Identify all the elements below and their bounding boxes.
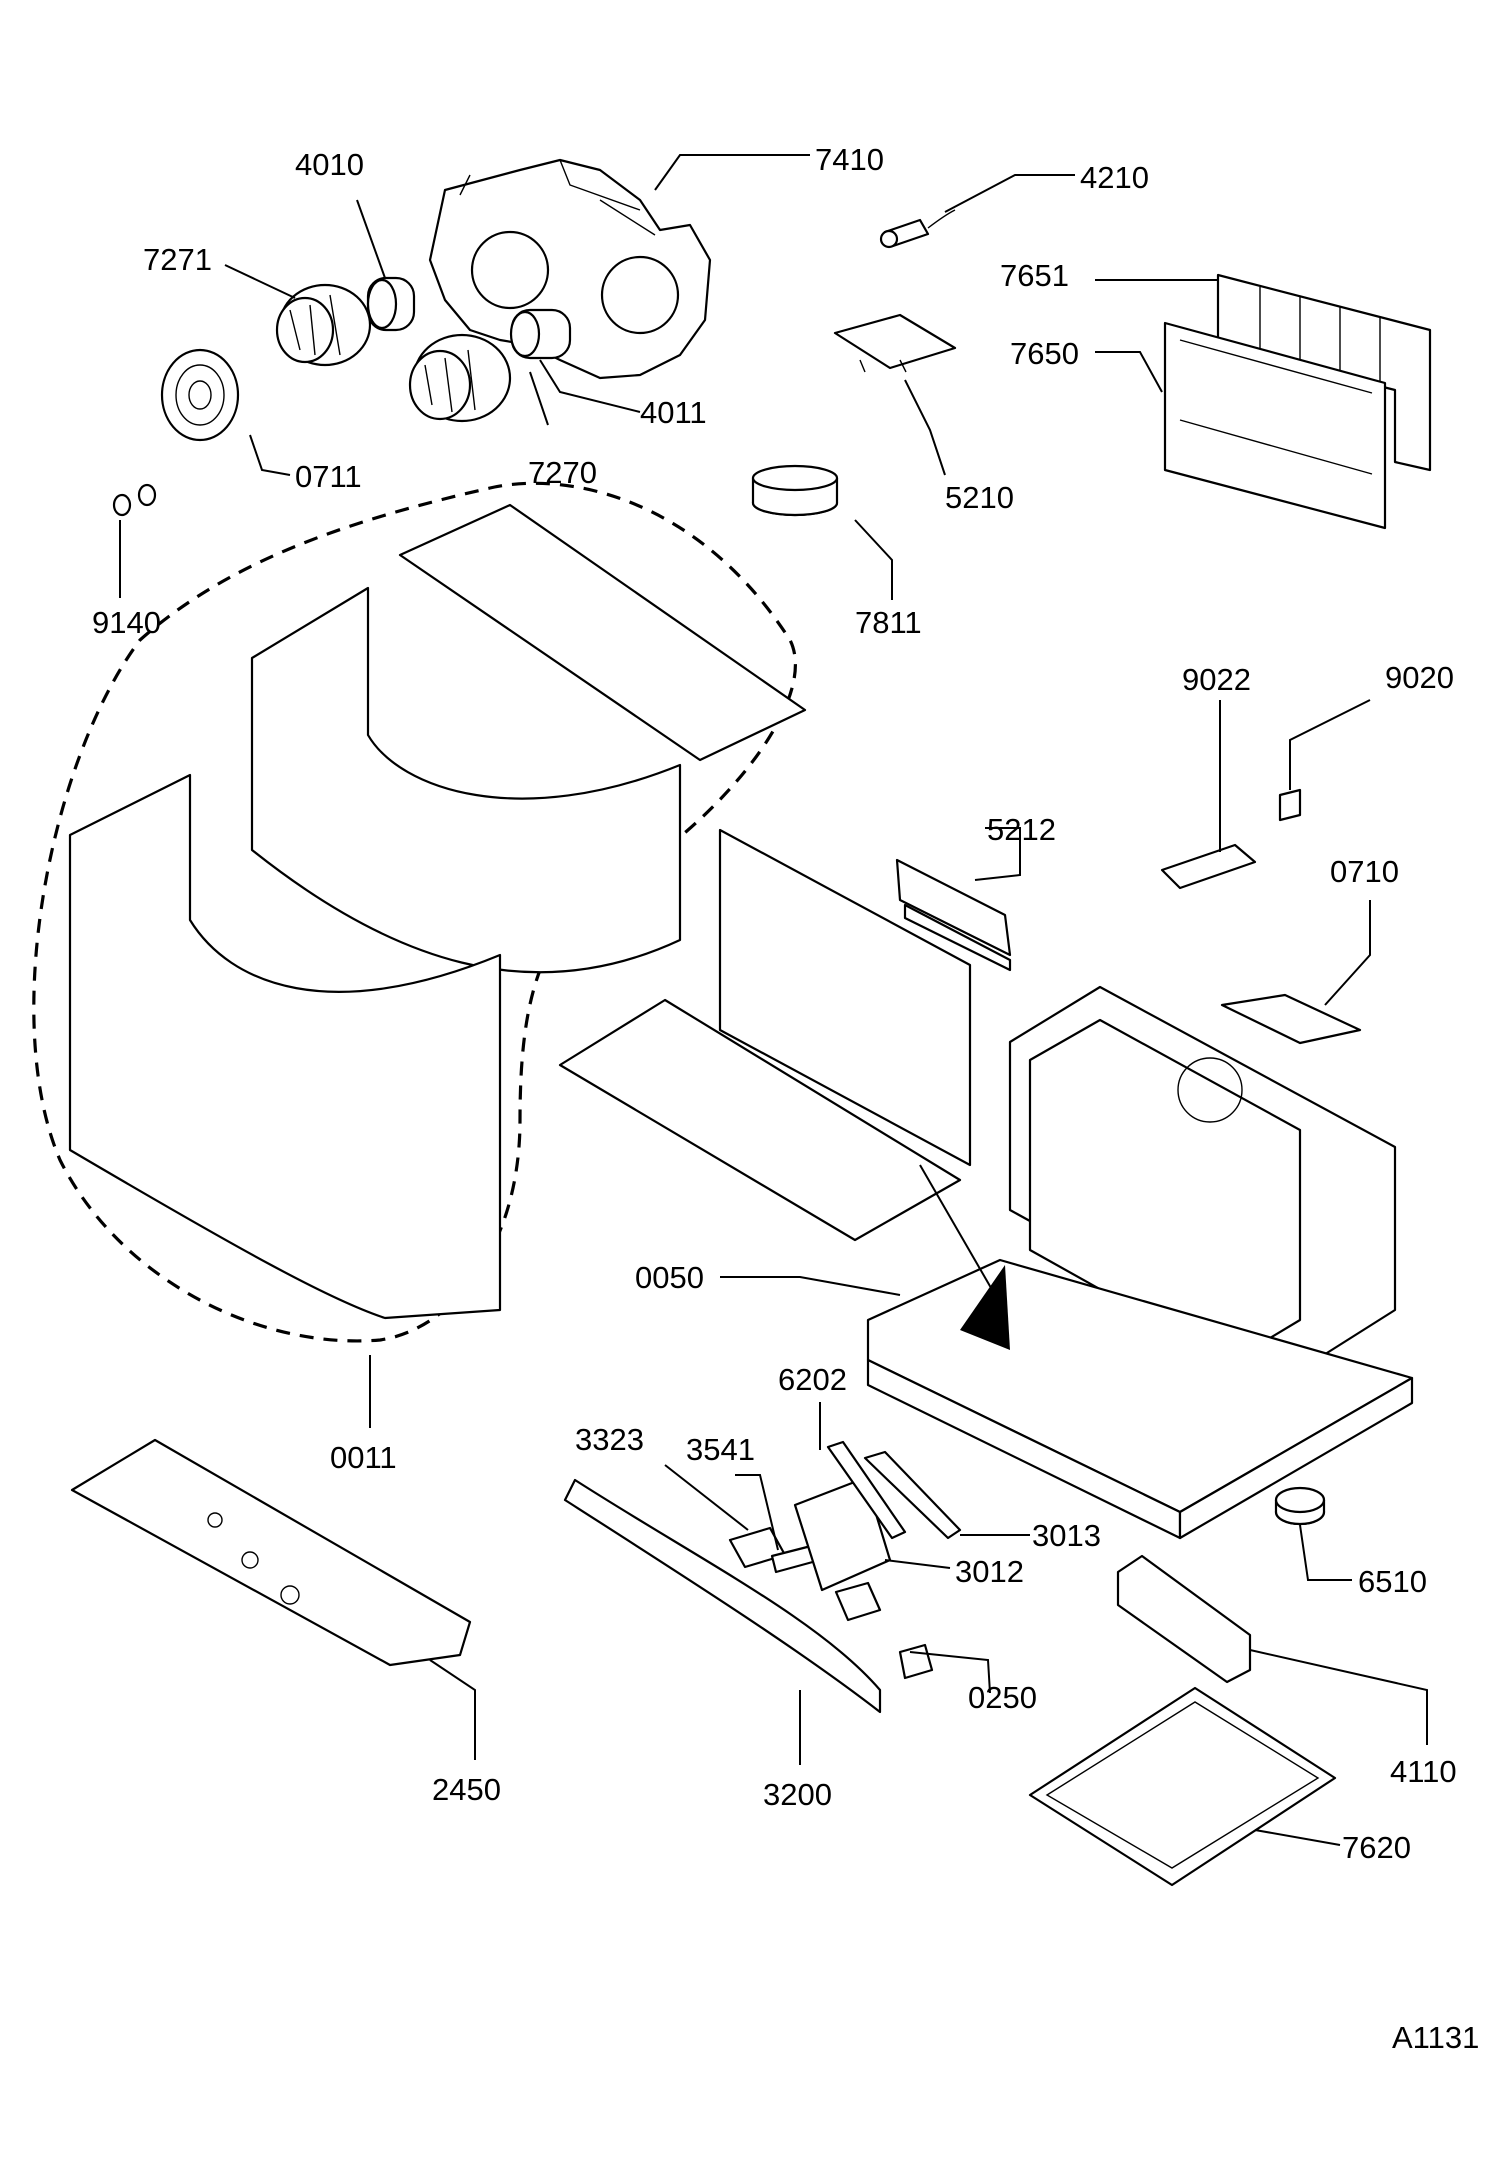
lamp-4210 (879, 209, 956, 249)
connector-0250 (834, 1581, 934, 1680)
callout-6202: 6202 (778, 1362, 847, 1397)
callout-7270: 7270 (528, 455, 597, 490)
callout-7271: 7271 (143, 242, 212, 277)
callout-7811: 7811 (855, 605, 922, 640)
callout-5212: 5212 (987, 812, 1056, 847)
rod-3013 (863, 1450, 962, 1540)
bracket-5212 (895, 858, 1012, 972)
callout-0011: 0011 (330, 1440, 397, 1475)
callout-0050: 0050 (635, 1260, 704, 1295)
callout-4010: 4010 (295, 147, 364, 182)
fascia-panel-3200 (563, 1478, 882, 1714)
grille-disc-0711 (160, 348, 240, 442)
callout-9140: 9140 (92, 605, 161, 640)
callout-3541: 3541 (686, 1432, 755, 1467)
callout-3013: 3013 (1032, 1518, 1101, 1553)
callout-9020: 9020 (1385, 660, 1454, 695)
glass-panel (558, 828, 972, 1242)
motor-4010 (366, 276, 416, 332)
callout-3012: 3012 (955, 1554, 1024, 1589)
callout-4210: 4210 (1080, 160, 1149, 195)
grease-filter-7620 (1028, 1686, 1337, 1887)
fan-wheel-7271 (275, 283, 372, 367)
transformer-4110 (1116, 1554, 1252, 1684)
callout-6510: 6510 (1358, 1564, 1427, 1599)
callout-0710: 0710 (1330, 854, 1399, 889)
control-panel-2450 (70, 1438, 472, 1667)
grease-filter-7650 (1163, 321, 1387, 530)
callout-5210: 5210 (945, 480, 1014, 515)
callout-4011: 4011 (640, 395, 707, 430)
fan-wheel-7270 (408, 333, 512, 423)
callout-2450: 2450 (432, 1772, 501, 1807)
callout-7620: 7620 (1342, 1830, 1411, 1865)
duct-collar-7811 (751, 464, 839, 517)
rod-6202 (826, 1440, 907, 1540)
callout-labels: 4010 7410 4210 7271 7651 7650 4011 0711 … (92, 142, 1479, 2055)
switch-plate-5210 (833, 313, 957, 373)
callout-0711: 0711 (295, 459, 362, 494)
drawing-code: A1131 (1392, 2020, 1479, 2055)
chimney-cover-0011 (32, 481, 807, 1343)
callout-4110: 4110 (1390, 1754, 1457, 1789)
cover-0710 (1220, 993, 1362, 1045)
callout-3200: 3200 (763, 1777, 832, 1812)
callout-7410: 7410 (815, 142, 884, 177)
callout-9022: 9022 (1182, 662, 1251, 697)
callout-0250: 0250 (968, 1680, 1037, 1715)
rail-9022 (1160, 843, 1257, 890)
clip-9020 (1278, 788, 1302, 822)
knob-6510 (1274, 1486, 1326, 1526)
frame-0050 (866, 1164, 1414, 1540)
callout-7651: 7651 (1000, 258, 1069, 293)
leader-lines (119, 154, 1428, 1846)
motor-4011 (509, 308, 572, 360)
callout-3323: 3323 (575, 1422, 644, 1457)
main-housing (1008, 985, 1397, 1372)
callout-7650: 7650 (1010, 336, 1079, 371)
nuts-9140 (112, 483, 157, 517)
